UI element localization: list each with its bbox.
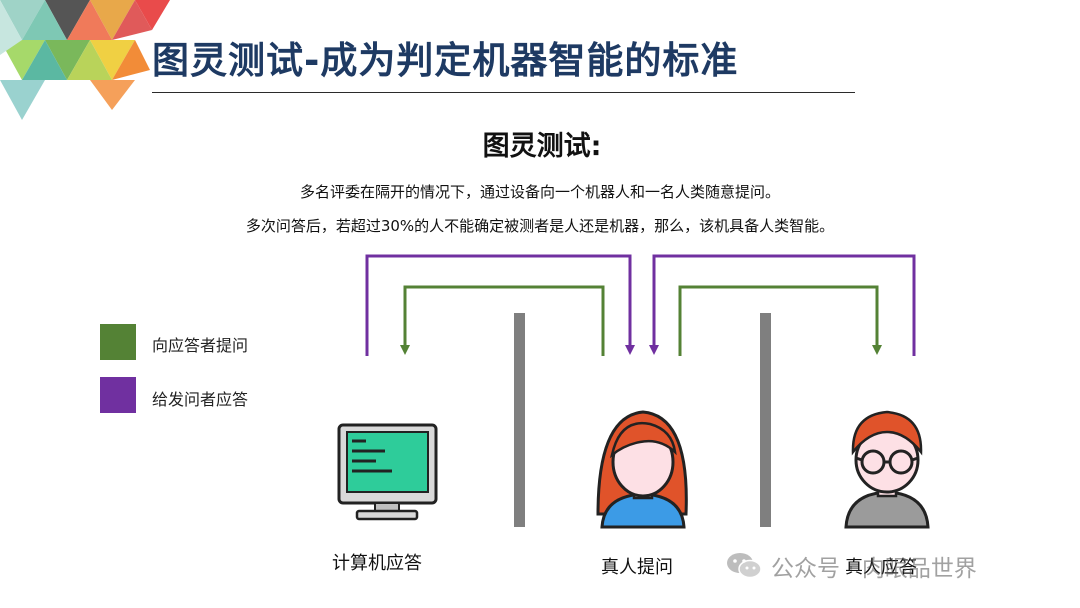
- watermark-text: 公众号 · 肉眼品世界: [771, 556, 977, 582]
- decorative-triangles: [0, 0, 170, 120]
- computer-icon: [337, 423, 438, 521]
- arrow-human-to-questioner: [649, 254, 916, 356]
- partition-left: [514, 313, 525, 527]
- watermark: 公众号 · 肉眼品世界: [725, 548, 977, 584]
- woman-icon: [596, 410, 688, 529]
- section-subtitle: 图灵测试:: [482, 131, 602, 162]
- title-divider: [152, 92, 855, 93]
- arrow-computer-to-questioner: [365, 254, 635, 356]
- description-line-1: 多名评委在隔开的情况下，通过设备向一个机器人和一名人类随意提问。: [299, 183, 780, 201]
- legend-label-answer: 给发问者应答: [152, 390, 249, 409]
- arrow-questioner-to-human: [678, 285, 882, 356]
- caption-computer: 计算机应答: [332, 553, 422, 574]
- wechat-icon: [727, 553, 762, 579]
- legend-swatch-purple: [100, 377, 136, 413]
- page-title: 图灵测试-成为判定机器智能的标准: [152, 39, 739, 82]
- man-with-glasses-icon: [844, 410, 930, 529]
- arrow-questioner-to-computer: [400, 285, 605, 356]
- caption-human-answerer: 真人应答: [845, 557, 917, 578]
- legend-swatch-green: [100, 324, 136, 360]
- legend-label-ask: 向应答者提问: [152, 336, 249, 355]
- caption-questioner: 真人提问: [601, 557, 673, 578]
- partition-right: [760, 313, 771, 527]
- description-line-2: 多次问答后，若超过30%的人不能确定被测者是人还是机器，那么，该机具备人类智能。: [245, 217, 835, 235]
